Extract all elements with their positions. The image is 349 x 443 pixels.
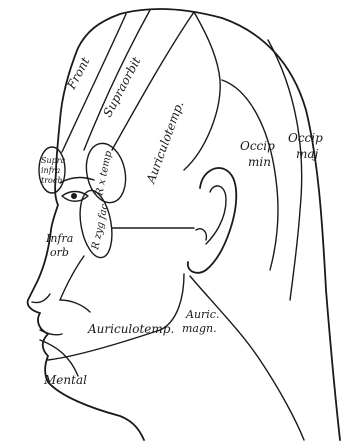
label-auriculotemp-upper: Auriculotemp. xyxy=(143,99,186,186)
label-infraorb-2: orb xyxy=(50,246,69,259)
label-supratroch-2: infra xyxy=(41,166,60,175)
label-auriculotemp-lower: Auriculotemp. xyxy=(87,322,174,336)
ear-canal xyxy=(196,229,206,240)
label-r-x-temp: R x temp xyxy=(94,149,115,197)
label-mental: Mental xyxy=(43,373,87,387)
cheek-boundary xyxy=(60,300,90,312)
label-occip-maj-2: maj xyxy=(296,147,319,161)
infraorb-boundary xyxy=(60,256,84,300)
ear-inner xyxy=(206,186,226,244)
jaw-boundary xyxy=(48,274,184,360)
label-supratroch-3: troch xyxy=(41,176,63,185)
label-auric-magn-1: Auric. xyxy=(185,308,219,321)
label-occip-maj-1: Occip xyxy=(288,131,323,145)
label-auric-magn-2: magn. xyxy=(182,322,217,335)
label-occip-min-1: Occip xyxy=(240,139,275,153)
label-occip-min-2: min xyxy=(248,155,271,169)
label-infraorb-1: Infra xyxy=(45,232,73,245)
auric-magn-boundary xyxy=(190,276,304,440)
occip-maj-boundary xyxy=(268,40,302,300)
eye-pupil xyxy=(71,193,77,199)
label-supratroch-1: Supra xyxy=(41,156,66,165)
nose-detail xyxy=(32,294,50,303)
ear xyxy=(188,168,236,273)
label-r-zyg-fac: R zyg fac xyxy=(90,202,111,251)
temple-boundary xyxy=(184,12,220,170)
